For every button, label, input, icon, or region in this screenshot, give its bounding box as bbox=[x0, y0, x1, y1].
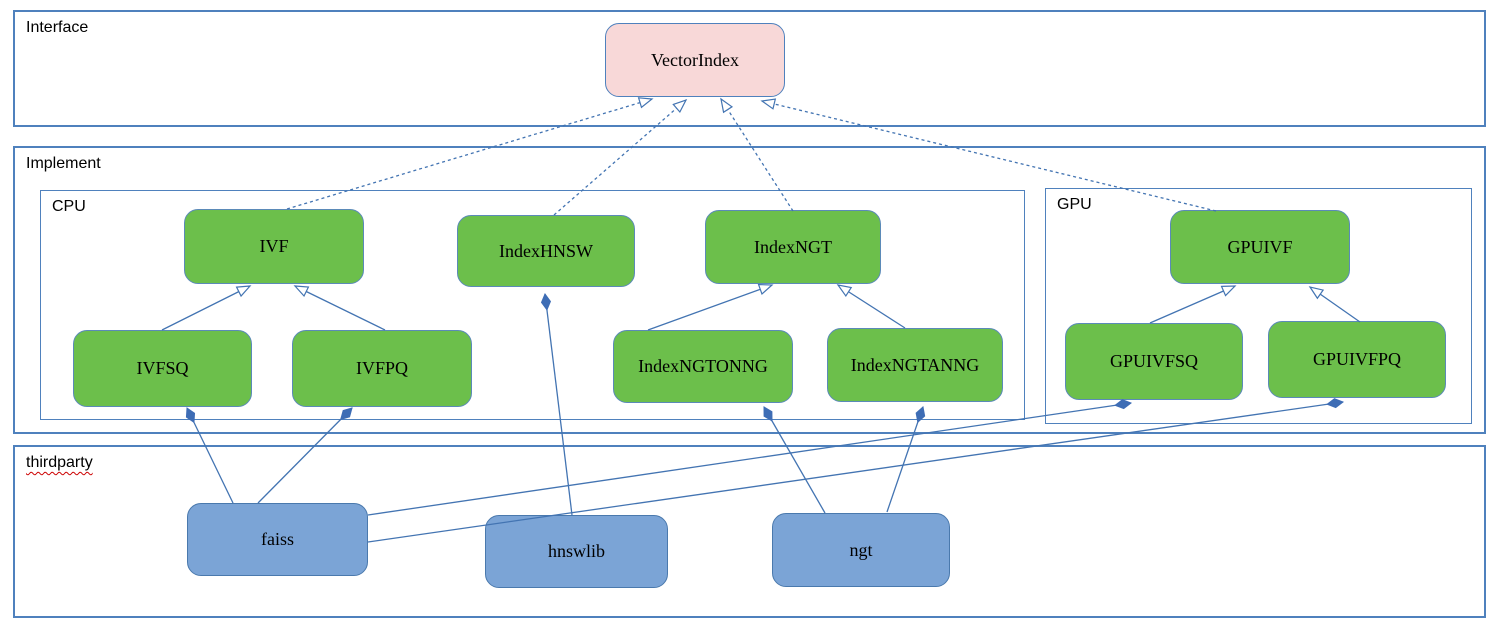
edge-faiss-composes-ivfsq bbox=[185, 407, 234, 504]
edge-gpuivf-realizes-vectorindex bbox=[760, 98, 1217, 212]
edge-gpuivfsq-inherits-gpuivf bbox=[1149, 285, 1237, 324]
edge-faiss-composes-ivfpq bbox=[257, 407, 353, 504]
edge-ngt-composes-indexngtanng bbox=[886, 406, 926, 513]
section-thirdparty: thirdparty bbox=[13, 445, 1486, 618]
section-cpu-label: CPU bbox=[52, 198, 86, 215]
node-faiss: faiss bbox=[187, 503, 368, 576]
section-implement: Implement bbox=[13, 146, 1486, 434]
edge-faiss-composes-gpuivfsq bbox=[367, 399, 1133, 516]
node-label: IVFPQ bbox=[355, 358, 408, 378]
edge-ivfpq-inherits-ivf bbox=[293, 285, 386, 331]
node-label: IndexHNSW bbox=[499, 240, 593, 261]
node-vectorindex: VectorIndex bbox=[605, 23, 785, 97]
edge-ngt-composes-indexngtonng bbox=[763, 406, 826, 514]
node-ivfpq: IVFPQ bbox=[292, 330, 472, 407]
node-gpuivf: GPUIVF bbox=[1170, 210, 1350, 284]
node-label: VectorIndex bbox=[651, 49, 739, 70]
node-indexngt: IndexNGT bbox=[705, 210, 881, 284]
node-label: GPUIVFSQ bbox=[1109, 351, 1199, 371]
node-ivfsq: IVFSQ bbox=[73, 330, 252, 407]
node-gpuivfpq: GPUIVFPQ bbox=[1268, 321, 1446, 398]
node-label: IndexNGTANNG bbox=[850, 354, 980, 375]
node-indexngtanng: IndexNGTANNG bbox=[827, 328, 1003, 402]
edge-indexngtonng-inherits-indexngt bbox=[647, 283, 774, 331]
section-cpu: CPU bbox=[40, 190, 1025, 420]
node-hnswlib: hnswlib bbox=[485, 515, 668, 588]
section-gpu-label: GPU bbox=[1057, 196, 1092, 213]
node-label: GPUIVFPQ bbox=[1312, 349, 1402, 369]
node-label: IVFSQ bbox=[136, 358, 189, 378]
edge-ivfsq-inherits-ivf bbox=[161, 285, 252, 331]
node-label: IVF bbox=[259, 236, 289, 256]
edge-gpuivfpq-inherits-gpuivf bbox=[1308, 286, 1361, 323]
node-label: IndexNGTONNG bbox=[638, 356, 768, 376]
node-label: GPUIVF bbox=[1227, 236, 1293, 257]
section-implement-label: Implement bbox=[26, 155, 101, 172]
node-label: ngt bbox=[849, 539, 873, 560]
edge-indexhnsw-realizes-vectorindex bbox=[553, 98, 688, 216]
node-indexhnsw: IndexHNSW bbox=[457, 215, 635, 287]
section-interface-label: Interface bbox=[26, 19, 89, 36]
node-ngt: ngt bbox=[772, 513, 950, 587]
edge-ivf-realizes-vectorindex bbox=[286, 97, 654, 210]
section-thirdparty-label: thirdparty bbox=[26, 454, 93, 471]
edge-hnswlib-composes-indexhnsw bbox=[540, 292, 573, 516]
edge-indexngt-realizes-vectorindex bbox=[720, 97, 794, 212]
section-gpu: GPU bbox=[1045, 188, 1472, 424]
node-gpuivfsq: GPUIVFSQ bbox=[1065, 323, 1243, 400]
edge-faiss-composes-gpuivfpq bbox=[367, 398, 1345, 543]
node-label: IndexNGT bbox=[754, 236, 832, 257]
section-interface: Interface bbox=[13, 10, 1486, 127]
node-label: faiss bbox=[261, 529, 294, 549]
node-label: hnswlib bbox=[547, 541, 605, 561]
edge-indexngtanng-inherits-indexngt bbox=[836, 284, 906, 329]
node-indexngtonng: IndexNGTONNG bbox=[613, 330, 793, 403]
node-ivf: IVF bbox=[184, 209, 364, 284]
